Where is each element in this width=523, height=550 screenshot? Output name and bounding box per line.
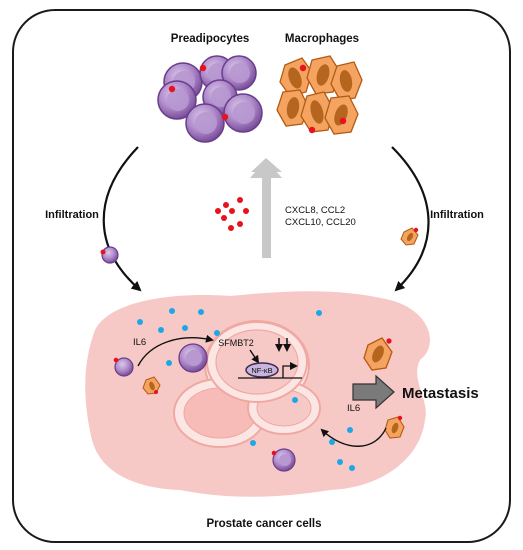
secreted-chemokines bbox=[215, 197, 249, 231]
nfkb-complex bbox=[245, 362, 279, 378]
red-dot bbox=[299, 64, 307, 72]
transcription-start-arrow bbox=[282, 362, 298, 378]
il6-molecules bbox=[137, 308, 355, 471]
preadipocyte-cell bbox=[221, 55, 257, 91]
downregulation-arrows bbox=[275, 338, 291, 352]
infiltration-right-label: Infiltration bbox=[430, 209, 484, 221]
il6-right-arrow bbox=[320, 427, 387, 447]
left-infiltration-arrow bbox=[102, 146, 142, 292]
migrating-preadipocyte bbox=[100, 246, 119, 264]
macrophage-cell bbox=[324, 95, 359, 135]
metastasis-label: Metastasis bbox=[402, 385, 479, 402]
migrating-macrophage bbox=[400, 227, 419, 246]
il6-left-arrow bbox=[137, 334, 214, 367]
sfmbt2-label: SFMBT2 bbox=[218, 338, 254, 348]
sfmbt2-to-nfkb-arrow bbox=[249, 349, 260, 364]
tumor-preadipocyte-small bbox=[113, 357, 134, 377]
red-dot bbox=[221, 113, 229, 121]
il6-left-label: IL6 bbox=[133, 337, 146, 348]
red-dot bbox=[339, 117, 347, 125]
tumor-macrophage-small bbox=[142, 376, 161, 395]
red-dot bbox=[308, 126, 316, 134]
tumor-macrophage-right bbox=[363, 337, 393, 371]
preadipocyte-cell bbox=[185, 103, 225, 143]
macrophage-cell bbox=[300, 91, 335, 133]
metastasis-arrow bbox=[352, 374, 395, 410]
preadipocyte-cluster bbox=[157, 55, 263, 143]
tumor-preadipocyte-bottom bbox=[271, 448, 296, 472]
red-dot bbox=[199, 64, 207, 72]
preadipocytes-label: Preadipocytes bbox=[171, 33, 250, 45]
il6-right-label: IL6 bbox=[347, 403, 360, 414]
tumor-preadipocyte-large bbox=[178, 343, 208, 373]
macrophage-cluster bbox=[276, 55, 363, 135]
macrophage-cell bbox=[330, 61, 363, 101]
preadipocyte-cell bbox=[157, 80, 197, 120]
preadipocyte-cell bbox=[223, 93, 263, 133]
chemokines-line1: CXCL8, CCL2 bbox=[285, 205, 345, 216]
right-infiltration-arrow bbox=[391, 146, 430, 292]
macrophage-cell bbox=[279, 57, 313, 97]
infiltration-left-label: Infiltration bbox=[45, 209, 99, 221]
nfkb-label: NF-κB bbox=[251, 366, 272, 375]
macrophage-cell bbox=[276, 89, 310, 127]
red-dot bbox=[168, 85, 176, 93]
macrophages-label: Macrophages bbox=[285, 33, 359, 45]
chemokines-line2: CXCL10, CCL20 bbox=[285, 217, 356, 228]
prostate-cancer-cells-label: Prostate cancer cells bbox=[206, 518, 321, 530]
